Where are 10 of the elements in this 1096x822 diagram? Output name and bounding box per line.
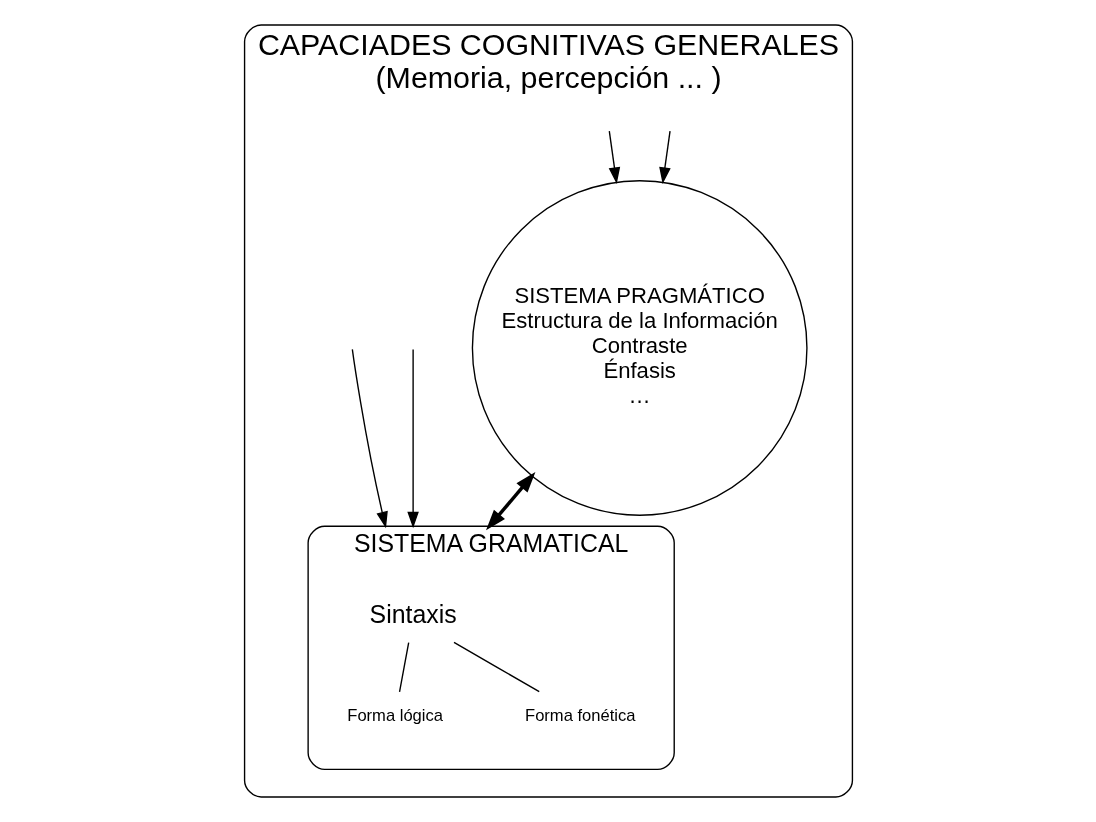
node-text: Sintaxis	[369, 600, 457, 629]
node-text: Forma lógica	[346, 706, 443, 726]
connector	[398, 641, 409, 693]
arrow	[351, 348, 388, 529]
arrow	[485, 472, 535, 531]
arrow	[658, 130, 671, 184]
connector	[452, 641, 540, 693]
arrow	[406, 348, 419, 529]
node-text: Forma fonética	[524, 706, 636, 726]
arrow	[608, 130, 620, 184]
